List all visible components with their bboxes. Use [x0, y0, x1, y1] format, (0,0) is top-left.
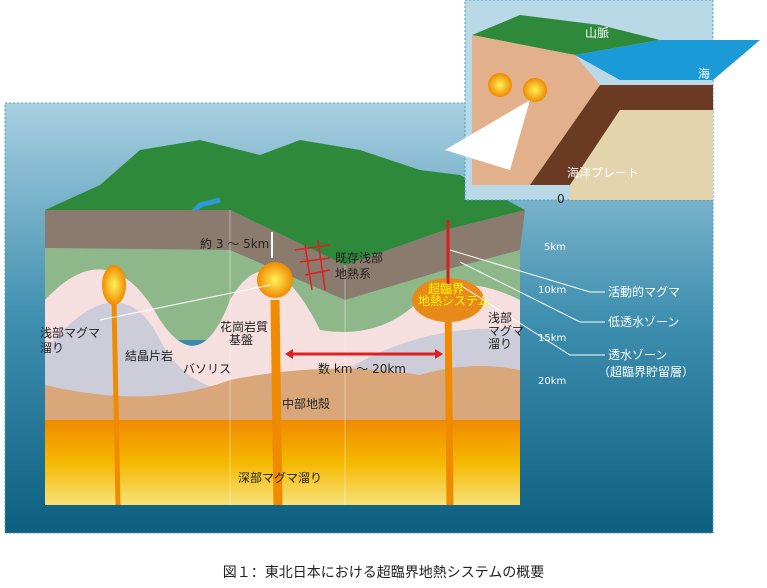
legend-permeable-sub: （超臨界貯留層） [598, 364, 694, 379]
label-shallow-magma-right-2: マグマ [488, 324, 524, 338]
depth-10km: 10km [538, 285, 566, 296]
label-granite-2: 基盤 [229, 333, 253, 347]
label-shallow-magma-left-1: 浅部マグマ [40, 325, 100, 340]
figure-caption: 図１：東北日本における超臨界地熱システムの概要 [222, 565, 545, 581]
legend-low-permeability: 低透水ゾーン [608, 315, 679, 329]
magma-chamber-left [102, 265, 126, 305]
label-mid-crust: 中部地殻 [282, 396, 330, 411]
label-granite-1: 花崗岩質 [220, 319, 268, 334]
inset-sea [575, 40, 760, 80]
label-deep-magma: 深部マグマ溜り [238, 470, 322, 485]
depth-5km: 5km [544, 242, 566, 253]
deep-magma [45, 420, 520, 505]
label-shallow-magma-right-1: 浅部 [488, 310, 512, 325]
label-shallow-magma-right-3: 溜り [488, 336, 512, 351]
diagram-labels: 約 3 ～ 5km 既存浅部 地熱系 超臨界 地熱システム 浅部マグマ 溜り 浅… [40, 236, 524, 485]
label-mountain: 山脈 [585, 26, 609, 40]
depth-scale: 5km 10km 15km 20km [538, 242, 566, 387]
label-sea: 海 [698, 66, 710, 81]
legend-active-magma: 活動的マグマ [608, 284, 680, 299]
magma-conduit-right [444, 299, 454, 506]
leader-lines [99, 249, 605, 356]
legend: 活動的マグマ 低透水ゾーン 透水ゾーン （超臨界貯留層） [598, 284, 694, 379]
inset-labels: 山脈 海 海洋プレート 0 [557, 26, 710, 206]
label-ocean-plate: 海洋プレート [567, 165, 639, 180]
terrain-top [45, 140, 525, 265]
depth-20km: 20km [538, 376, 566, 387]
label-depth-range: 約 3 ～ 5km [200, 236, 269, 251]
label-existing-2: 地熱系 [335, 267, 371, 281]
fracture-network [294, 239, 331, 291]
zoom-pointer [445, 100, 530, 170]
label-distance: 数 km ～ 20km [318, 361, 406, 376]
label-depth-zero: 0 [557, 192, 565, 206]
mid-crust [45, 366, 520, 420]
magma-conduit-center [270, 299, 283, 506]
inset-land [472, 15, 660, 55]
magma-conduit-left [111, 299, 121, 506]
legend-permeable-zone: 透水ゾーン [608, 348, 667, 362]
crust-upper [45, 210, 525, 300]
magma-chamber-center [257, 262, 293, 298]
label-supercritical-2: 地熱システム [418, 294, 490, 308]
depth-15km: 15km [538, 333, 566, 344]
label-existing-1: 既存浅部 [335, 250, 383, 265]
label-shallow-magma-left-2: 溜り [40, 340, 64, 355]
label-schist: 結晶片岩 [125, 348, 173, 363]
inset-mantle [570, 110, 713, 200]
label-supercritical-1: 超臨界 [428, 281, 464, 296]
label-batholith: バソリス [183, 362, 231, 376]
